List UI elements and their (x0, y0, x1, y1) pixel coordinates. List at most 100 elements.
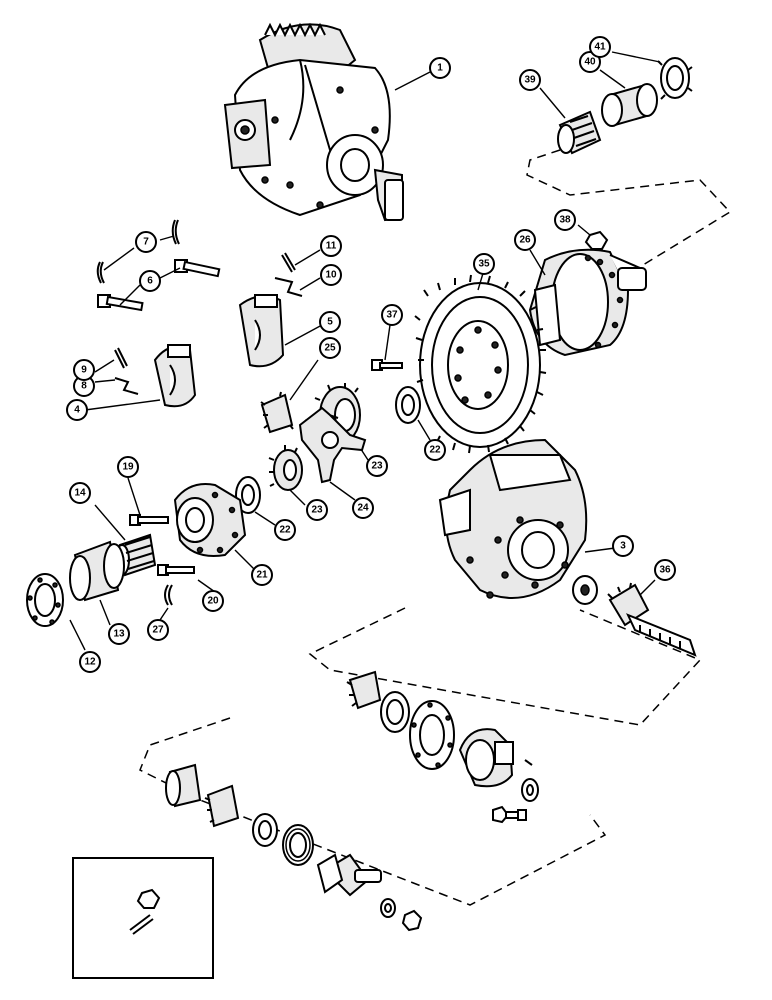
bearing-cup-13 (69, 540, 125, 602)
callout-5: 5 (319, 311, 341, 333)
callout-41: 41 (589, 36, 611, 58)
leader-7b (103, 247, 135, 271)
svg-text:37: 37 (386, 310, 398, 321)
callout-12: 12 (79, 651, 101, 673)
svg-text:22: 22 (429, 445, 441, 456)
leader-23-left (289, 489, 306, 506)
leader-20 (197, 579, 216, 593)
nut-38 (584, 230, 609, 250)
svg-text:36: 36 (659, 565, 671, 576)
svg-text:24: 24 (357, 503, 369, 514)
svg-text:14: 14 (74, 488, 86, 499)
svg-text:39: 39 (524, 75, 536, 86)
svg-text:8: 8 (81, 381, 87, 392)
svg-text:20: 20 (207, 596, 219, 607)
inset-nut (136, 888, 161, 909)
cotter-pin-11 (281, 252, 296, 273)
callout-3: 3 (612, 535, 634, 557)
bolt-19 (129, 514, 169, 526)
leader-13 (99, 599, 111, 626)
leader-21 (234, 549, 256, 571)
svg-text:1: 1 (437, 63, 443, 74)
leader-3 (584, 547, 616, 553)
differential-case-half-21 (173, 483, 247, 557)
svg-text:40: 40 (584, 57, 596, 68)
callout-40: 40 (579, 51, 601, 73)
ring-gear-35 (414, 274, 547, 454)
callout-36: 36 (654, 559, 676, 581)
svg-text:10: 10 (325, 270, 337, 281)
callout-9: 9 (73, 359, 95, 381)
pinion-washer (521, 778, 539, 802)
leader-25 (289, 359, 319, 401)
lock-10 (274, 277, 303, 297)
svg-text:22: 22 (279, 525, 291, 536)
svg-text:26: 26 (519, 235, 531, 246)
callout-23-left: 23 (306, 499, 328, 521)
svg-text:23: 23 (311, 505, 323, 516)
svg-text:23: 23 (371, 461, 383, 472)
callout-27: 27 (147, 619, 169, 641)
pinion-bearing-cup (380, 691, 410, 733)
cotter-pin-27 (164, 584, 173, 606)
yoke-bearing-cone (204, 784, 240, 828)
dashed-group-bottom (139, 717, 607, 906)
spacer (252, 813, 278, 847)
callout-21: 21 (251, 564, 273, 586)
adjuster-41 (657, 57, 693, 100)
callout-22-right: 22 (424, 439, 446, 461)
callout-37: 37 (381, 304, 403, 326)
svg-text:9: 9 (81, 365, 87, 376)
callout-22-left: 22 (274, 519, 296, 541)
svg-text:41: 41 (594, 42, 606, 53)
callout-7: 7 (135, 231, 157, 253)
leader-22-right (417, 419, 431, 441)
carrier-housing-assembly (223, 22, 404, 222)
leader-22-left (254, 511, 276, 526)
side-gear-23-left (268, 445, 303, 491)
differential-case-half-26 (528, 248, 647, 357)
leader-11 (294, 249, 321, 266)
bolt-20 (157, 564, 195, 576)
yoke-bearing-cup (165, 763, 202, 808)
shim-gasket (409, 700, 455, 770)
callout-23-right: 23 (366, 455, 388, 477)
leader-40 (599, 69, 626, 89)
leader-41 (611, 51, 661, 63)
svg-text:11: 11 (326, 241, 337, 252)
svg-text:5: 5 (327, 317, 333, 328)
small-pin (524, 759, 533, 766)
callout-26: 26 (514, 229, 536, 251)
inset-detail-box (72, 857, 214, 979)
leader-1 (394, 71, 431, 91)
leader-27 (159, 607, 169, 621)
callout-20: 20 (202, 590, 224, 612)
leader-7a (159, 235, 175, 241)
svg-text:13: 13 (113, 629, 125, 640)
callout-8: 8 (73, 375, 95, 397)
leader-9 (94, 359, 115, 373)
svg-text:35: 35 (478, 259, 490, 270)
lock-8 (114, 377, 139, 395)
cage-bolt (492, 805, 527, 824)
drive-pinion-36 (572, 575, 697, 657)
callout-4: 4 (66, 399, 88, 421)
thrust-washer-22-right (395, 386, 421, 424)
svg-text:19: 19 (122, 462, 134, 473)
callout-39: 39 (519, 69, 541, 91)
callout-6: 6 (139, 270, 161, 292)
svg-text:4: 4 (74, 405, 80, 416)
leader-10 (299, 277, 321, 291)
callout-14: 14 (69, 482, 91, 504)
leader-26 (529, 249, 546, 276)
callout-35: 35 (473, 253, 495, 275)
pinion-cage (458, 728, 514, 788)
leader-36 (639, 579, 656, 596)
callout-19: 19 (117, 456, 139, 478)
bearing-cap-5 (238, 294, 285, 368)
svg-text:38: 38 (559, 215, 571, 226)
leader-38 (577, 224, 591, 236)
svg-text:21: 21 (256, 570, 268, 581)
leader-39 (539, 87, 566, 119)
leader-14 (94, 504, 126, 541)
